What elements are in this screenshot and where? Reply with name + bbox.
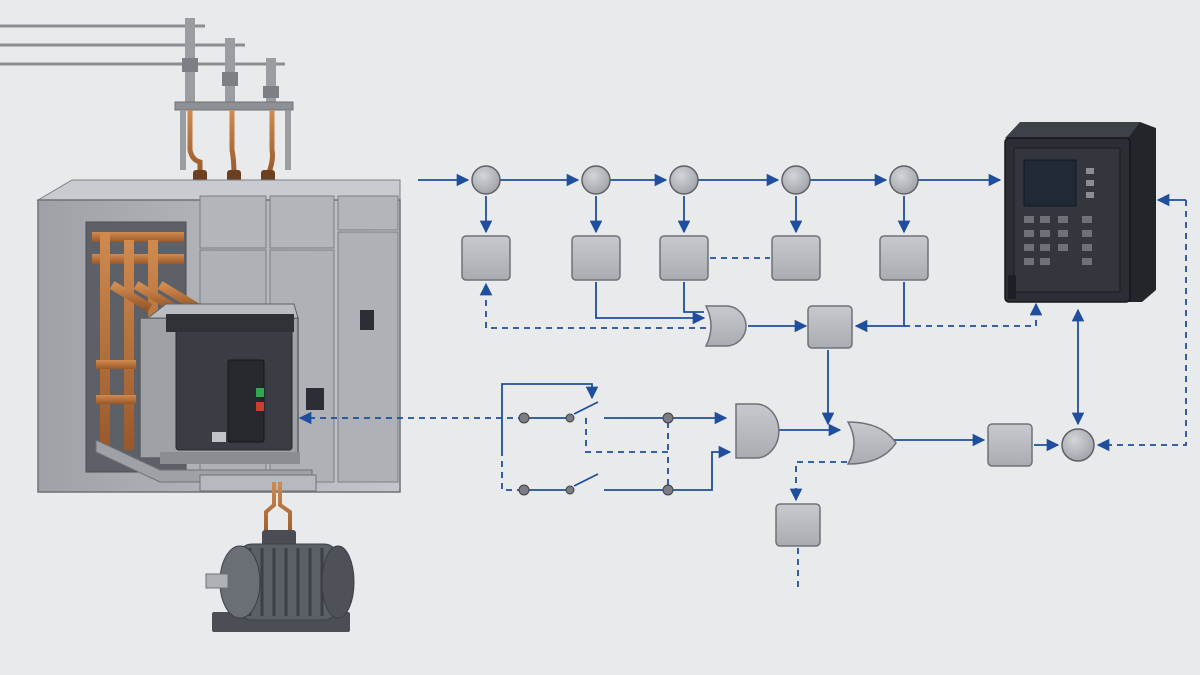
and-gate-icon bbox=[704, 305, 747, 347]
switch-icon bbox=[306, 388, 324, 410]
contact-terminal-icon bbox=[662, 484, 674, 496]
contact-terminal-icon bbox=[565, 485, 575, 495]
overhead-busbars bbox=[0, 18, 294, 194]
sensor-node-icon bbox=[669, 165, 699, 195]
function-block bbox=[987, 423, 1033, 467]
contact-terminal-icon bbox=[662, 412, 674, 424]
function-block bbox=[771, 235, 821, 281]
sensor-node-icon bbox=[471, 165, 501, 195]
induction-motor bbox=[205, 482, 355, 632]
function-block bbox=[775, 503, 821, 547]
and-gate-icon bbox=[735, 403, 780, 459]
withdrawable-circuit-breaker bbox=[139, 303, 300, 464]
cooling-fins-icon bbox=[248, 548, 324, 616]
sensor-node-icon bbox=[781, 165, 811, 195]
insulator-icon bbox=[182, 18, 279, 108]
or-gate-icon bbox=[846, 421, 897, 465]
function-block bbox=[461, 235, 511, 281]
function-block bbox=[879, 235, 929, 281]
contact-terminal-icon bbox=[518, 484, 530, 496]
contact-terminal-icon bbox=[518, 412, 530, 424]
contact-terminal-icon bbox=[565, 413, 575, 423]
door-lock-icon bbox=[360, 310, 374, 330]
on-indicator-icon bbox=[256, 388, 264, 397]
sensor-node-icon bbox=[581, 165, 611, 195]
contact-switches bbox=[518, 412, 674, 496]
shaft-icon bbox=[205, 573, 229, 589]
function-block bbox=[659, 235, 709, 281]
sensor-node-icon bbox=[889, 165, 919, 195]
relay-keypad-icon bbox=[1024, 168, 1094, 265]
function-block bbox=[571, 235, 621, 281]
protection-relay bbox=[1004, 122, 1156, 303]
function-block bbox=[807, 305, 853, 349]
sensor-nodes bbox=[471, 165, 1095, 462]
sensor-node-icon bbox=[1061, 428, 1095, 462]
function-blocks bbox=[461, 235, 1033, 547]
off-indicator-icon bbox=[256, 402, 264, 411]
relay-display-icon bbox=[1023, 159, 1077, 207]
